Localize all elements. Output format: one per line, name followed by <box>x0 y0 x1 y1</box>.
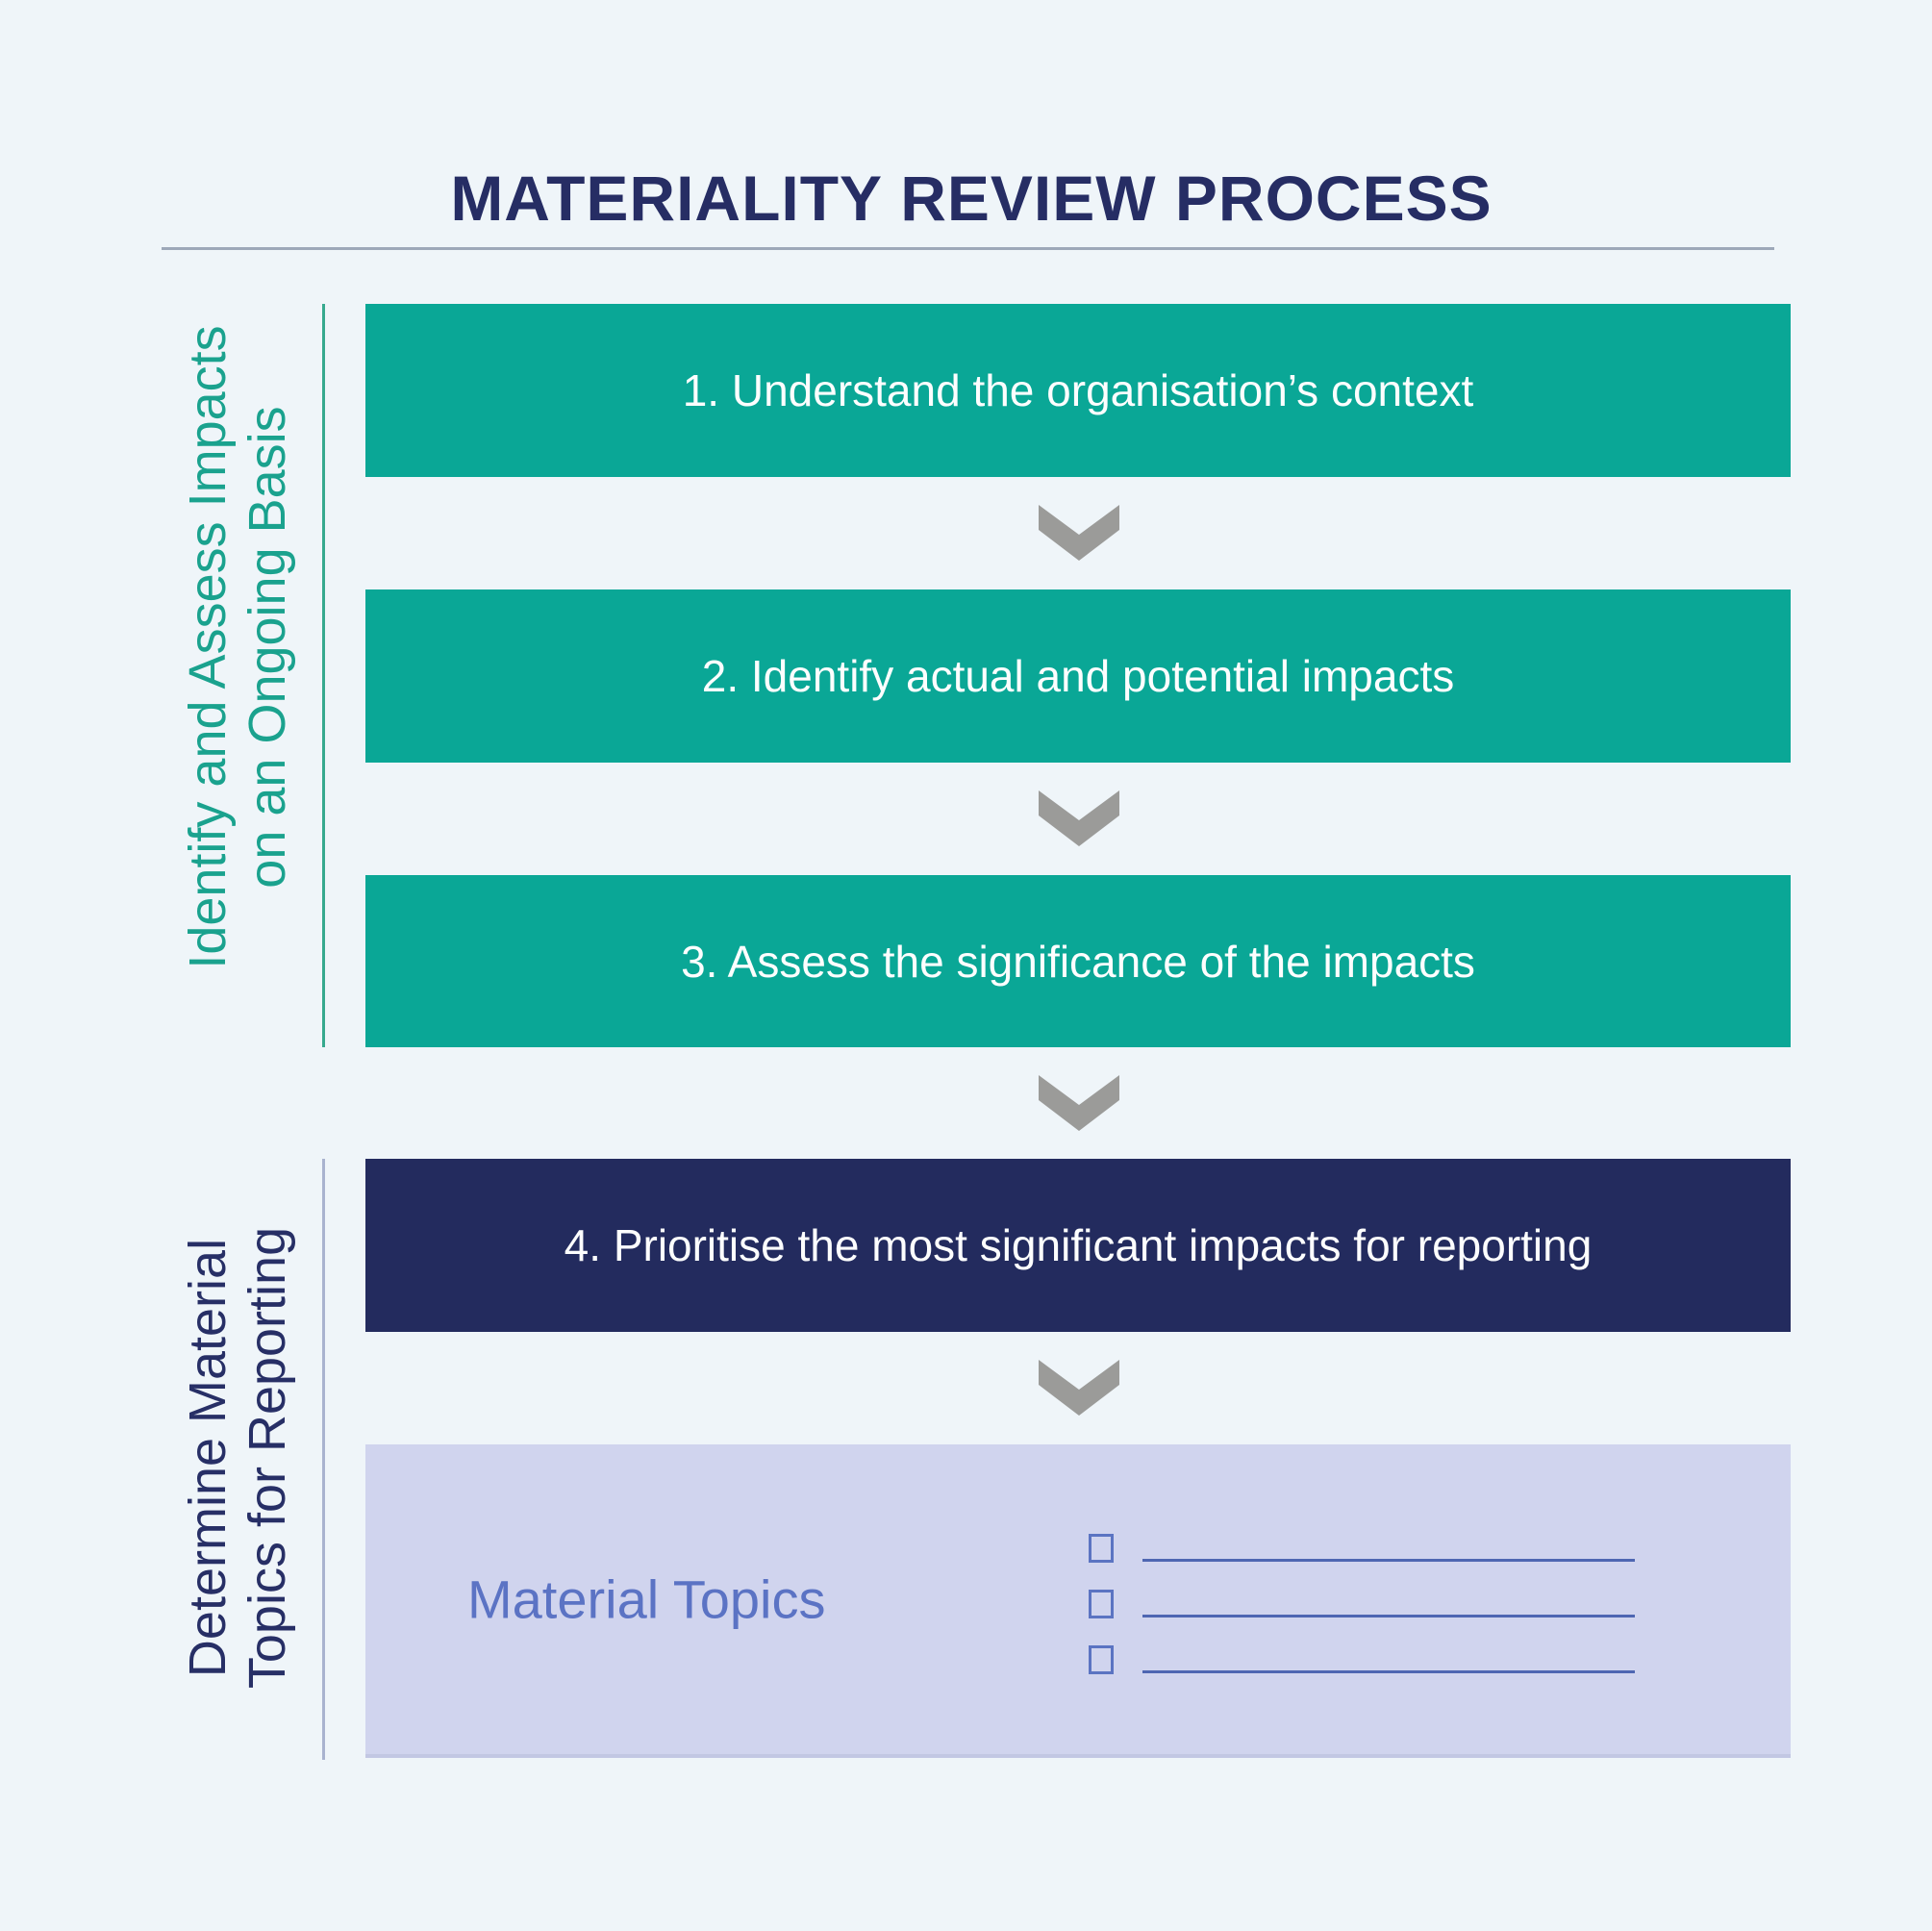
chevron-down-icon <box>1039 505 1119 561</box>
title-divider <box>162 247 1774 250</box>
checkbox-icon <box>1089 1645 1114 1674</box>
step-label: 4. Prioritise the most significant impac… <box>564 1220 1593 1270</box>
group-label-line: Identify and Assess Impacts <box>179 325 237 969</box>
step-label: 3. Assess the significance of the impact… <box>681 936 1475 987</box>
chevron-down-icon <box>1039 790 1119 846</box>
group-label-identify-assess: Identify and Assess Impacts on an Ongoin… <box>178 325 297 968</box>
group-accent-line-identify <box>322 304 325 1047</box>
checklist-row <box>1089 1645 1635 1674</box>
chevron-down-icon <box>1039 1360 1119 1416</box>
step-box-3: 3. Assess the significance of the impact… <box>365 875 1791 1047</box>
step-box-1: 1. Understand the organisation’s context <box>365 304 1791 477</box>
checkbox-icon <box>1089 1590 1114 1618</box>
material-topics-label: Material Topics <box>467 1568 826 1630</box>
checklist-blank-line <box>1142 1559 1635 1562</box>
group-accent-line-determine <box>322 1159 325 1760</box>
step-label: 2. Identify actual and potential impacts <box>701 651 1455 701</box>
step-box-4: 4. Prioritise the most significant impac… <box>365 1159 1791 1332</box>
group-label-line: on an Ongoing Basis <box>238 406 296 889</box>
material-topics-box: Material Topics <box>365 1444 1791 1758</box>
checklist-blank-line <box>1142 1670 1635 1673</box>
checklist-row <box>1089 1590 1635 1618</box>
step-box-2: 2. Identify actual and potential impacts <box>365 589 1791 763</box>
chevron-down-icon <box>1039 1075 1119 1131</box>
group-label-line: Topics for Reporting <box>238 1226 296 1690</box>
step-label: 1. Understand the organisation’s context <box>682 365 1474 415</box>
group-label-line: Determine Material <box>179 1238 237 1678</box>
checklist-row <box>1089 1534 1635 1563</box>
checklist-blank-line <box>1142 1615 1635 1618</box>
page-title: MATERIALITY REVIEW PROCESS <box>450 163 1493 234</box>
material-topics-checklist <box>1089 1534 1635 1674</box>
checkbox-icon <box>1089 1534 1114 1563</box>
group-label-determine-material: Determine Material Topics for Reporting <box>178 1227 297 1689</box>
